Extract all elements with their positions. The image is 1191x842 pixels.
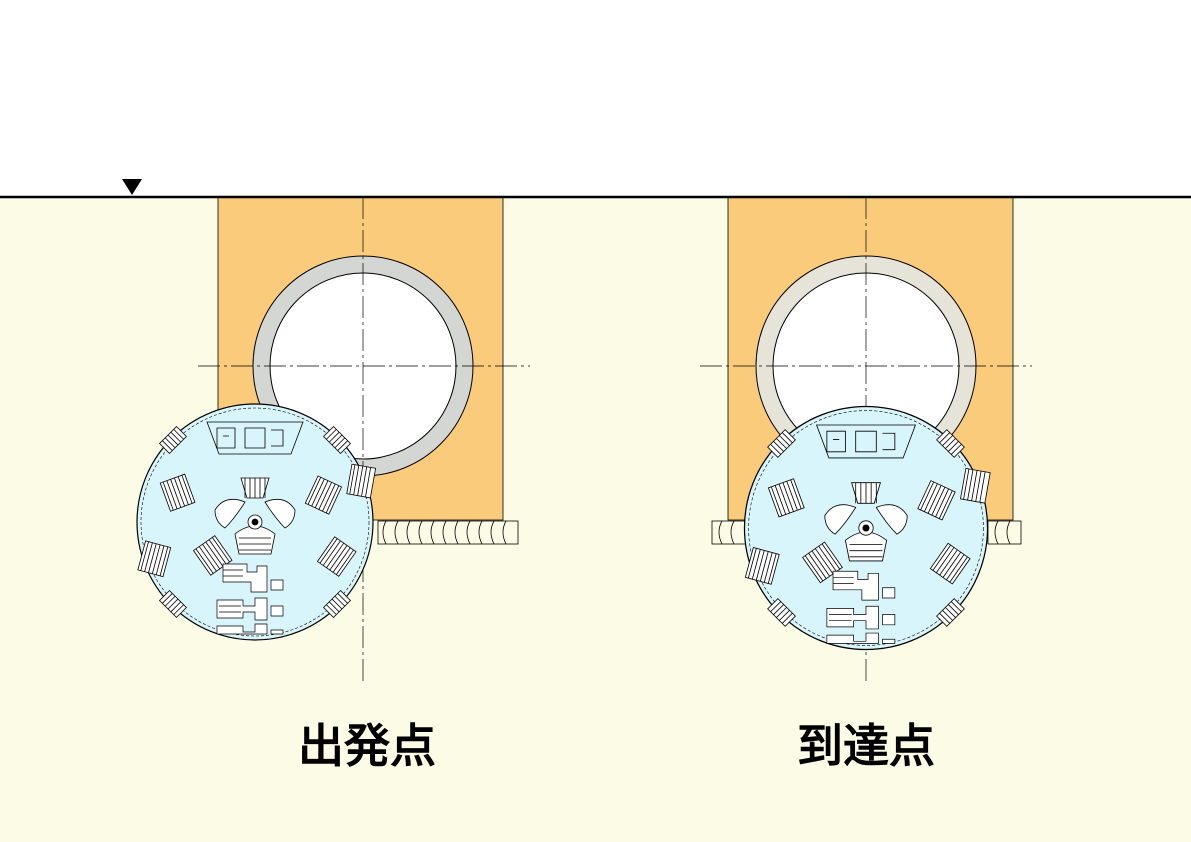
start-point-label: 出発点 bbox=[298, 719, 436, 773]
end-point-label: 到達点 bbox=[797, 719, 935, 773]
entrance-seal-start bbox=[377, 520, 519, 545]
shield-cutter-icon-end bbox=[743, 405, 991, 651]
entrance-seal-end-left bbox=[711, 520, 747, 545]
shield-cutter-icon-start bbox=[136, 403, 377, 641]
entrance-seal-end-right bbox=[987, 520, 1022, 545]
water-level-icon bbox=[122, 179, 142, 195]
